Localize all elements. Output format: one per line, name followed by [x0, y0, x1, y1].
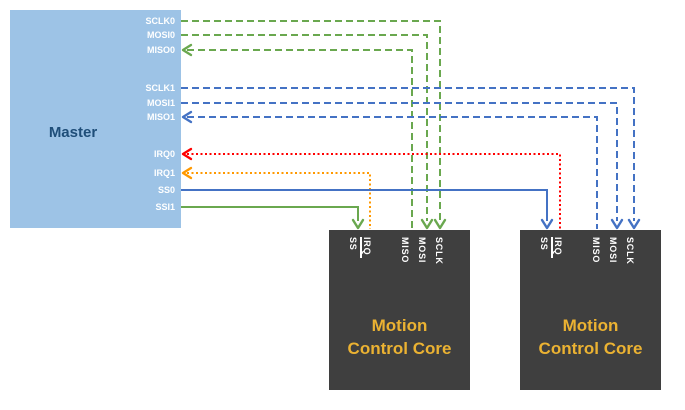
- core2-pin-miso: MISO: [591, 237, 601, 264]
- master-pin-sclk1: SCLK1: [145, 83, 175, 93]
- core1-title: Motion Control Core: [347, 316, 452, 358]
- master-pin-irq1: IRQ1: [153, 168, 175, 178]
- master-pin-miso0: MISO0: [146, 45, 175, 55]
- core1-pin-mosi: MOSI: [417, 237, 427, 264]
- wire-sclk0: [181, 20, 441, 221]
- wire-miso1: [187, 116, 598, 229]
- core2-pin-sclk: SCLK: [625, 237, 635, 265]
- core2-title: Motion Control Core: [538, 316, 643, 358]
- core1-pin-miso: MISO: [400, 237, 410, 264]
- wire-miso0-arrowhead: [181, 43, 193, 57]
- wire-ssi1: [181, 206, 359, 221]
- master-pin-mosi0: MOSI0: [146, 30, 175, 40]
- wire-mosi0-arrowhead: [420, 218, 434, 230]
- master-pin-irq0: IRQ0: [153, 149, 175, 159]
- core1-pin-sclk: SCLK: [434, 237, 444, 265]
- wire-sclk1: [181, 87, 635, 221]
- wire-mosi1: [181, 102, 618, 221]
- wire-sclk1-arrowhead: [627, 218, 641, 230]
- wire-irq1: [187, 172, 371, 229]
- core1-irq-overline: [360, 237, 362, 258]
- wire-irq0-arrowhead: [181, 147, 193, 161]
- core1-pin-irq: IRQ: [362, 237, 372, 256]
- core2-pin-irq: IRQ: [553, 237, 563, 256]
- master-title: Master: [48, 124, 98, 141]
- core-box-2: SS IRQ MISO MOSI SCLK Motion Control Cor…: [520, 230, 661, 390]
- wire-irq1-arrowhead: [181, 166, 193, 180]
- master-pin-sclk0: SCLK0: [145, 16, 175, 26]
- wire-mosi0: [181, 34, 428, 221]
- master-pin-mosi1: MOSI1: [146, 98, 175, 108]
- master-pin-ssi1: SSI1: [155, 202, 175, 212]
- wire-mosi1-arrowhead: [610, 218, 624, 230]
- master-box: Master SCLK0 MOSI0 MISO0 SCLK1 MOSI1 MIS…: [10, 10, 181, 228]
- core1-pin-ss: SS: [348, 237, 358, 251]
- core2-irq-overline: [551, 237, 553, 258]
- wire-ssi1-arrowhead: [351, 218, 365, 230]
- wire-sclk0-arrowhead: [433, 218, 447, 230]
- wire-ss0: [181, 189, 548, 221]
- master-pin-miso1: MISO1: [146, 112, 175, 122]
- core2-pin-mosi: MOSI: [608, 237, 618, 264]
- core-box-1: SS IRQ MISO MOSI SCLK Motion Control Cor…: [329, 230, 470, 390]
- wire-irq0: [187, 153, 561, 229]
- wire-miso1-arrowhead: [181, 110, 193, 124]
- wire-ss0-arrowhead: [540, 218, 554, 230]
- master-pin-ss0: SS0: [157, 185, 175, 195]
- wire-miso0: [187, 49, 413, 229]
- core2-pin-ss: SS: [539, 237, 549, 251]
